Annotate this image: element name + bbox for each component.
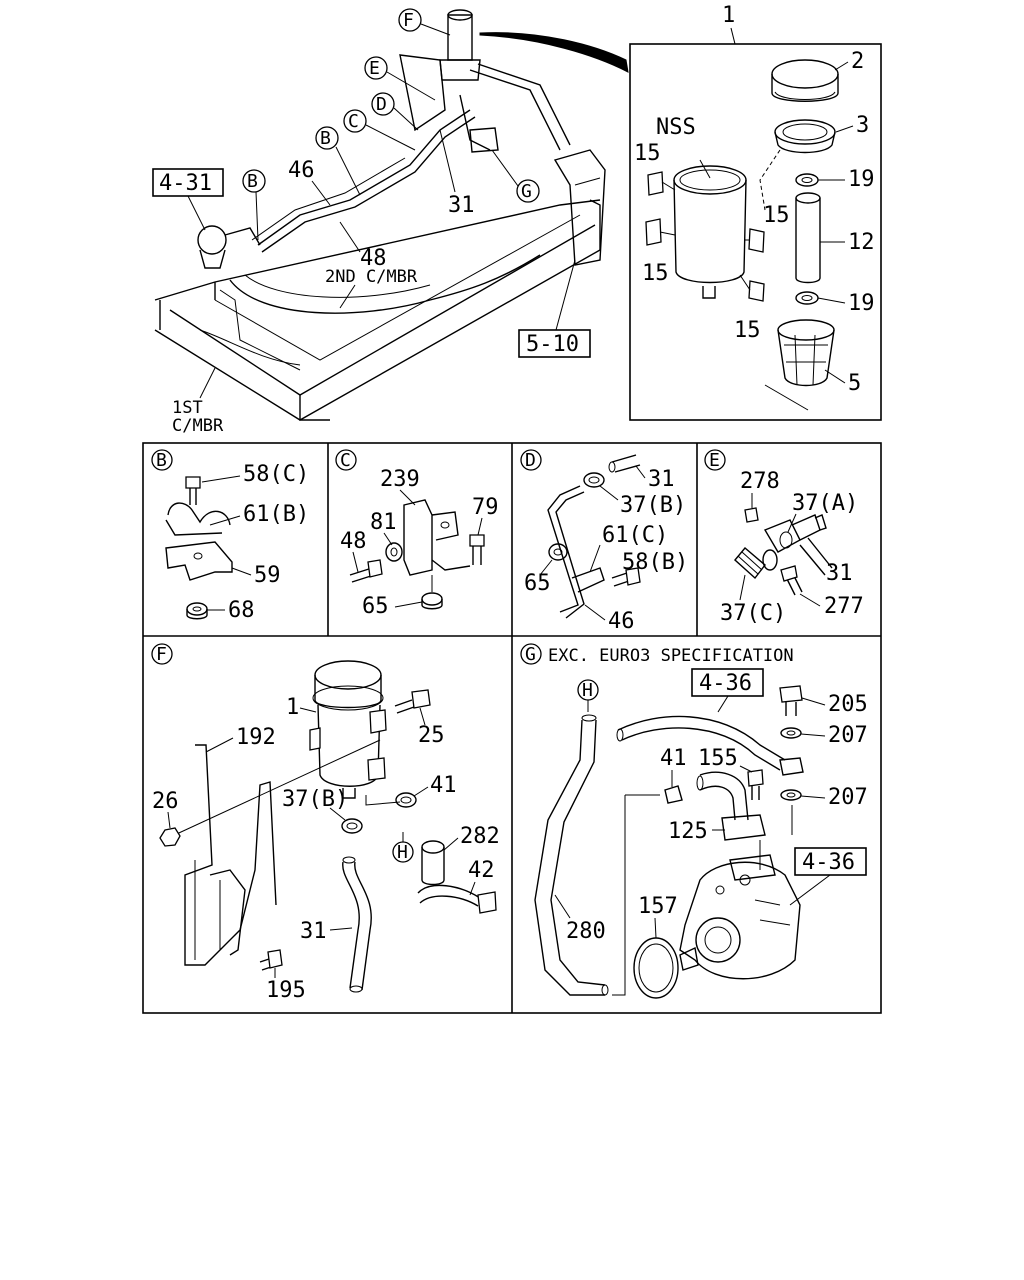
callout-b2: B [247, 171, 258, 192]
panel-f-label-37b: 37(B) [282, 787, 348, 812]
panel-e-label-277: 277 [824, 594, 864, 619]
panel-d-label-31: 31 [648, 467, 675, 492]
panel-g-label-207a: 207 [828, 723, 868, 748]
panel-g-callout-h: H [582, 680, 593, 701]
panel-c: C 239 79 81 48 65 [335, 449, 499, 619]
panel-f-label-192: 192 [236, 725, 276, 750]
panel-d-label-58b: 58(B) [622, 550, 688, 575]
callout-c: C [348, 111, 359, 132]
reservoir-label-12: 12 [848, 230, 875, 255]
panel-d-label-37b: 37(B) [620, 493, 686, 518]
panel-f-label-1: 1 [286, 695, 299, 720]
panel-g-label-205: 205 [828, 692, 868, 717]
label-2nd-crossmember: 2ND C/MBR [325, 267, 418, 287]
panel-g-label-280: 280 [566, 919, 606, 944]
label-31: 31 [448, 193, 475, 218]
panel-d-letter: D [525, 450, 536, 471]
panel-e-letter: E [709, 450, 720, 471]
panel-b-label-61b: 61(B) [243, 502, 309, 527]
panel-f-label-282: 282 [460, 824, 500, 849]
panel-c-label-65: 65 [362, 594, 389, 619]
panel-d-label-65: 65 [524, 571, 551, 596]
panel-e: E 278 37(A) 31 277 37(C) [704, 449, 864, 626]
callout-d: D [376, 94, 387, 115]
reservoir-label-19b: 19 [848, 291, 875, 316]
reservoir-label-5: 5 [848, 371, 861, 396]
reservoir-label-15d: 15 [734, 318, 761, 343]
panel-d: D 31 37(B) 61(C) 58(B) 65 46 [520, 449, 688, 634]
panel-f-label-42: 42 [468, 858, 495, 883]
reservoir-label-15a: 15 [634, 141, 661, 166]
detail-panel-grid [142, 442, 882, 1014]
panel-g-heading: EXC. EURO3 SPECIFICATION [548, 646, 794, 666]
reservoir-label-2: 2 [851, 49, 864, 74]
panel-g-ref-4-36-b: 4-36 [802, 850, 855, 875]
reservoir-label-nss: NSS [656, 115, 696, 140]
panel-f-label-25: 25 [418, 723, 445, 748]
reservoir-exploded-view: 1 [629, 3, 882, 421]
panel-b: B 58(C) 61(B) 59 68 [151, 449, 309, 623]
panel-f-label-41: 41 [430, 773, 457, 798]
panel-e-label-37c: 37(C) [720, 601, 786, 626]
panel-b-label-58c: 58(C) [243, 462, 309, 487]
label-1st-crossmember-a: 1ST [172, 398, 203, 418]
reservoir-label-3: 3 [856, 113, 869, 138]
ref-4-31: 4-31 [159, 171, 212, 196]
panel-b-letter: B [156, 450, 167, 471]
panel-b-label-68: 68 [228, 598, 255, 623]
label-48: 48 [360, 246, 387, 271]
panel-f-label-31: 31 [300, 919, 327, 944]
callout-e: E [369, 58, 380, 79]
ref-5-10: 5-10 [526, 332, 579, 357]
panel-d-label-46: 46 [608, 609, 635, 634]
label-46: 46 [288, 158, 315, 183]
panel-c-label-81: 81 [370, 510, 397, 535]
panel-f-label-195: 195 [266, 978, 306, 1003]
reservoir-label-15b: 15 [763, 203, 790, 228]
panel-g-ref-4-36-a: 4-36 [699, 671, 752, 696]
panel-d-label-61c: 61(C) [602, 523, 668, 548]
panel-c-letter: C [340, 450, 351, 471]
panel-g-label-41: 41 [660, 746, 687, 771]
panel-e-label-278: 278 [740, 469, 780, 494]
label-1st-crossmember-b: C/MBR [172, 416, 224, 436]
panel-c-label-79: 79 [472, 495, 499, 520]
panel-g-label-207b: 207 [828, 785, 868, 810]
panel-c-label-48: 48 [340, 529, 367, 554]
panel-e-label-31: 31 [826, 561, 853, 586]
panel-g-letter: G [525, 644, 536, 665]
reservoir-label-15c: 15 [642, 261, 669, 286]
panel-g-label-157: 157 [638, 894, 678, 919]
panel-f-label-26: 26 [152, 789, 179, 814]
panel-e-label-37a: 37(A) [792, 491, 858, 516]
panel-g-label-155: 155 [698, 746, 738, 771]
callout-b: B [320, 128, 331, 149]
reservoir-index: 1 [722, 3, 735, 28]
panel-b-label-59: 59 [254, 563, 281, 588]
panel-f: F H [151, 643, 500, 1003]
callout-g: G [521, 181, 532, 202]
callout-f: F [403, 10, 414, 31]
chassis-overview [154, 9, 629, 421]
reservoir-label-19a: 19 [848, 167, 875, 192]
panel-f-letter: F [156, 644, 167, 665]
panel-c-label-239: 239 [380, 467, 420, 492]
panel-g: G EXC. EURO3 SPECIFICATION 4-36 H [520, 643, 868, 999]
panel-g-label-125: 125 [668, 819, 708, 844]
overview-callouts: F E D C B B G 4-31 46 48 31 2ND C/MBR 1S… [152, 8, 591, 436]
panel-f-callout-h: H [397, 842, 408, 863]
